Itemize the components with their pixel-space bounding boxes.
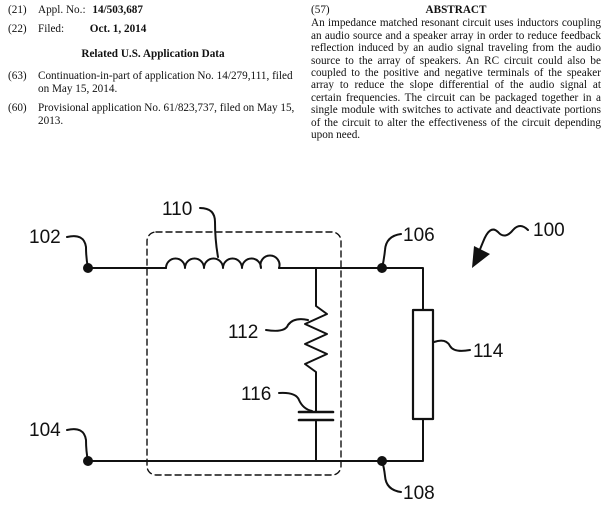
- ref-112: 112: [228, 322, 258, 343]
- abstract-title: ABSTRACT: [425, 4, 487, 16]
- appl-no-value: 14/503,687: [92, 4, 143, 16]
- leader-112: [265, 318, 309, 332]
- abstract-text: An impedance matched resonant circuit us…: [311, 17, 601, 142]
- leader-106: [381, 233, 402, 269]
- continuation-field: (63) Continuation-in-part of application…: [8, 70, 298, 96]
- arrowhead-icon: [472, 246, 490, 268]
- ref-110: 110: [162, 199, 192, 220]
- node-104: [83, 456, 93, 466]
- ref-104: 104: [29, 420, 61, 441]
- appl-no-label: Appl. No.:: [38, 4, 86, 16]
- related-data-title: Related U.S. Application Data: [81, 48, 225, 61]
- field-code: (60): [8, 102, 27, 115]
- field-code: (22): [8, 23, 27, 36]
- ref-102: 102: [29, 227, 61, 248]
- ref-100: 100: [533, 220, 565, 241]
- leader-100: [475, 225, 529, 260]
- leader-104: [66, 428, 89, 462]
- module-boundary: [146, 231, 342, 476]
- leader-110: [199, 207, 219, 258]
- leader-116: [278, 391, 313, 412]
- leader-108: [381, 460, 402, 493]
- continuation-text: Continuation-in-part of application No. …: [38, 69, 293, 95]
- abstract-section: (57) ABSTRACT An impedance matched reson…: [311, 4, 601, 141]
- resistor-112: [304, 267, 328, 413]
- node-108: [377, 456, 387, 466]
- top-wire-right: [278, 267, 424, 311]
- field-code: (21): [8, 4, 27, 16]
- appl-no-field: (21) Appl. No.: 14/503,687: [8, 4, 298, 17]
- node-106: [377, 263, 387, 273]
- abstract-code: (57): [311, 4, 330, 16]
- ref-108: 108: [403, 483, 435, 504]
- ref-106: 106: [403, 225, 435, 246]
- node-102: [83, 263, 93, 273]
- filed-field: (22) Filed: Oct. 1, 2014: [8, 23, 298, 36]
- provisional-text: Provisional application No. 61/823,737, …: [38, 102, 295, 128]
- provisional-field: (60) Provisional application No. 61/823,…: [8, 102, 298, 128]
- filed-label: Filed:: [38, 23, 65, 36]
- speaker-array-114: [411, 308, 435, 421]
- ref-116: 116: [241, 384, 271, 405]
- filed-value: Oct. 1, 2014: [89, 23, 147, 36]
- field-code: (63): [8, 69, 27, 82]
- bibliographic-data: (21) Appl. No.: 14/503,687 (22) Filed: O…: [8, 4, 298, 134]
- leader-102: [66, 235, 89, 269]
- inductor-110: [165, 254, 281, 269]
- bottom-wire: [87, 418, 424, 462]
- leader-114: [433, 339, 471, 352]
- ref-114: 114: [473, 341, 504, 362]
